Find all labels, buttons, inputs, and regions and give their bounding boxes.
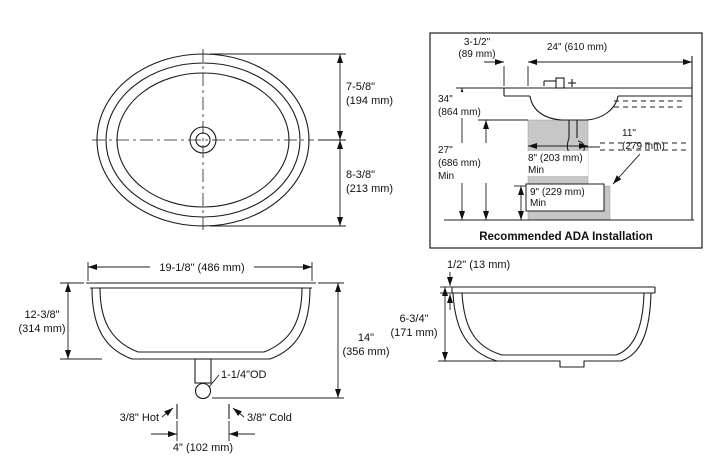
side-basin-outer: [452, 292, 652, 368]
side-sink-outline: [451, 286, 656, 368]
plan-drain-outer: [189, 126, 217, 154]
plan-centerlines: [92, 49, 314, 231]
dim-label-toe-height-min: Min: [530, 198, 546, 209]
drain-leader: [208, 374, 220, 388]
ada-structure: [444, 56, 694, 221]
dim-label-setback-inch: 3-1/2": [464, 37, 491, 48]
ada-caption: Recommended ADA Installation: [479, 231, 653, 243]
dim-label-knee-height-inch: 27": [438, 145, 453, 156]
plan-basin-edge: [116, 72, 290, 208]
toe-height-label-box: [525, 183, 605, 212]
dim-label-knee-depth: 8" (203 mm): [528, 153, 583, 164]
dim-label-overall-inch: 14": [358, 332, 374, 344]
dim-label-bottom-mm: (213 mm): [346, 183, 393, 195]
front-overall-dimension: [212, 282, 344, 399]
side-view: 1/2" (13 mm) 6-3/4" (171 mm): [390, 259, 656, 368]
ada-dimensions: [456, 59, 692, 220]
front-sink-outline: [86, 282, 316, 400]
ada-detail: 3-1/2" (89 mm) 24" (610 mm) 34" (864 mm)…: [429, 32, 703, 249]
dim-label-setback-mm: (89 mm): [458, 49, 495, 60]
dim-label-rim-height-inch: 34": [438, 94, 453, 105]
dim-label-side-depth-inch: 6-3/4": [400, 313, 429, 325]
dim-label-knee-height-min: Min: [438, 171, 454, 182]
supply-stubs: [161, 404, 245, 419]
dim-label-knee-depth-min: Min: [528, 165, 544, 176]
front-view: 19-1/8" (486 mm) 1-1/4"OD 12-3/8" (314 m…: [18, 259, 390, 454]
basin-inner: [99, 287, 303, 353]
front-depth-dimension: [60, 282, 102, 360]
bowl-section: [529, 95, 619, 121]
supply-spacing-dimension: [151, 421, 255, 441]
plan-view: 7-5/8" (194 mm) 8-3/8" (213 mm): [92, 49, 393, 231]
dim-label-top-inch: 7-5/8": [346, 81, 375, 93]
basin-outer: [91, 287, 311, 360]
rim-thickness-dimension: [440, 272, 458, 310]
faucet-icon: [543, 77, 576, 89]
drain-od-label: 1-1/4"OD: [221, 369, 267, 381]
drain-tailpiece: [194, 358, 212, 384]
dim-label-rim-thickness: 1/2" (13 mm): [447, 259, 510, 271]
plan-outer-rim: [96, 53, 310, 227]
dim-label-side-depth-mm: (171 mm): [390, 327, 437, 339]
dim-label-basin-depth-inch: 12-3/8": [24, 309, 59, 321]
hot-supply-label: 3/8" Hot: [120, 412, 159, 424]
dim-label-toe-height: 9" (229 mm): [530, 187, 585, 198]
plan-drain-inner: [195, 132, 211, 148]
dim-label-top-mm: (194 mm): [346, 95, 393, 107]
cold-supply-label: 3/8" Cold: [247, 412, 292, 424]
dim-label-width: 19-1/8" (486 mm): [159, 262, 244, 274]
drain-outlet: [194, 382, 212, 400]
dim-label-toe-depth-inch: 11": [622, 128, 636, 139]
dim-label-supply-spacing: 4" (102 mm): [173, 442, 233, 454]
side-depth-dimension: [438, 287, 500, 362]
dim-label-knee-height-mm: (686 mm): [438, 158, 481, 169]
dim-label-basin-depth-mm: (314 mm): [18, 323, 65, 335]
dim-label-overall-mm: (356 mm): [342, 346, 389, 358]
dim-label-toe-depth-mm: (279 mm): [622, 141, 665, 152]
side-basin-inner: [461, 292, 645, 356]
dim-label-counter-depth: 24" (610 mm): [547, 42, 607, 53]
dim-label-bottom-inch: 8-3/8": [346, 169, 375, 181]
plan-inner-rim: [105, 62, 301, 218]
dim-label-rim-height-mm: (864 mm): [438, 107, 481, 118]
plan-dimensions: [210, 53, 346, 227]
ada-border: [429, 32, 703, 249]
